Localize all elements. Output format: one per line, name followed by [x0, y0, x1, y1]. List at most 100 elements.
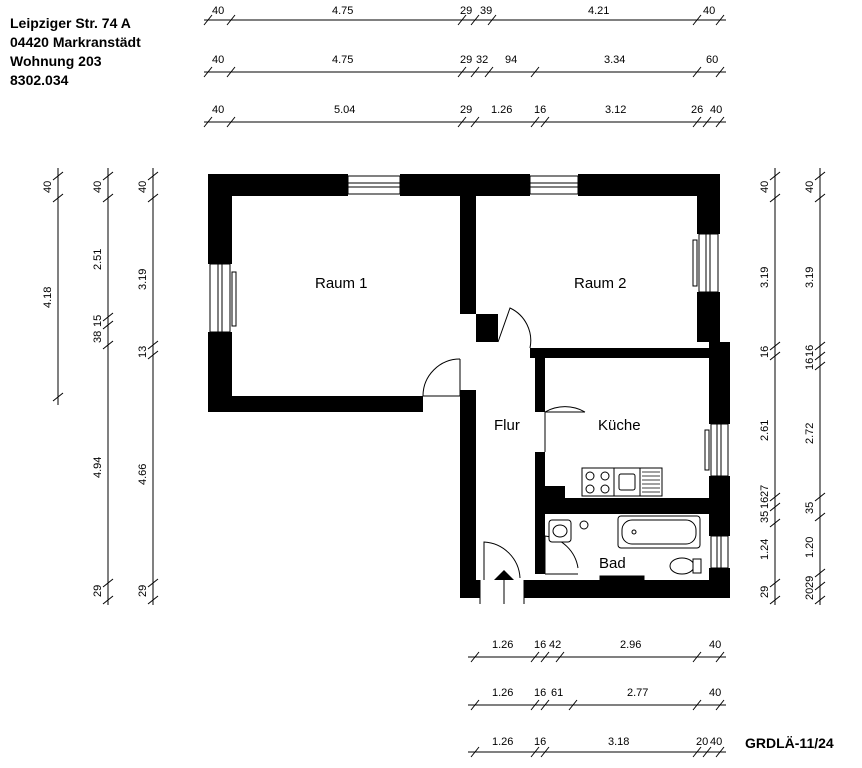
- address-street: Leipziger Str. 74 A: [10, 15, 131, 31]
- dim-label: 3.12: [605, 104, 626, 116]
- radiator: [599, 575, 645, 581]
- top-dimension-lines: [204, 19, 726, 123]
- dim-label: 61: [551, 687, 563, 699]
- dim-label: 39: [480, 5, 492, 17]
- dim-label: 38: [92, 331, 104, 343]
- dim-label: 1.26: [492, 736, 513, 748]
- dim-label: 1.26: [491, 104, 512, 116]
- dim-label: 5.04: [334, 104, 355, 116]
- dim-label: 94: [505, 54, 517, 66]
- dim-label: 35: [759, 511, 771, 523]
- right-dimension-ticks: [769, 171, 826, 605]
- address-city: 04420 Markranstädt: [10, 34, 141, 50]
- room-label-kueche: Küche: [598, 417, 641, 434]
- dim-label: 16: [804, 358, 816, 370]
- bottom-dimension-labels: 1.26 16 42 2.96 40 1.26 16 61 2.77 40 1.…: [492, 639, 722, 748]
- window: [347, 175, 401, 195]
- door-swing: [497, 307, 532, 349]
- dim-label: 29: [804, 576, 816, 588]
- plan-code: GRDLÄ-11/24: [745, 735, 834, 751]
- dim-label: 2.61: [759, 420, 771, 441]
- door-swing: [422, 358, 461, 397]
- window: [698, 233, 719, 293]
- bottom-dimension-ticks: [470, 651, 725, 758]
- dim-label: 3.18: [608, 736, 629, 748]
- dim-label: 29: [759, 586, 771, 598]
- dim-label: 40: [709, 639, 721, 651]
- dim-label: 16: [759, 497, 771, 509]
- drain: [579, 520, 589, 530]
- room-label-raum2: Raum 2: [574, 275, 627, 292]
- dim-label: 16: [534, 639, 546, 651]
- dim-label: 40: [759, 181, 771, 193]
- dim-label: 35: [804, 502, 816, 514]
- dim-label: 4.21: [588, 5, 609, 17]
- dim-label: 40: [212, 54, 224, 66]
- dim-label: 16: [759, 346, 771, 358]
- dim-label: 1.26: [492, 639, 513, 651]
- dim-label: 29: [460, 104, 472, 116]
- dim-label: 2.72: [804, 423, 816, 444]
- dim-label: 40: [709, 687, 721, 699]
- bath-fixtures: [548, 515, 702, 581]
- dim-label: 1.20: [804, 537, 816, 558]
- dim-label: 4.66: [137, 464, 149, 485]
- counter: [639, 467, 663, 497]
- dim-label: 16: [534, 687, 546, 699]
- windows: [209, 175, 729, 569]
- window: [209, 263, 231, 333]
- dim-label: 40: [92, 181, 104, 193]
- entrance-arrow: [494, 570, 514, 604]
- dim-label: 29: [137, 585, 149, 597]
- top-dimension-ticks: [203, 14, 725, 128]
- dim-label: 16: [534, 104, 546, 116]
- dim-label: 3.34: [604, 54, 625, 66]
- door-swing: [544, 406, 586, 452]
- dim-label: 40: [212, 104, 224, 116]
- left-dimension-labels: 40 4.18 40 2.51 15 38 4.94 29 40 3.19 13…: [42, 181, 149, 597]
- dim-label: 16: [804, 345, 816, 357]
- dim-label: 29: [92, 585, 104, 597]
- toilet: [669, 557, 695, 575]
- top-dimension-labels: 40 4.75 29 39 4.21 40 40 4.75 29 32 94 3…: [212, 5, 722, 116]
- dim-label: 40: [804, 181, 816, 193]
- left-dimension-lines: [57, 168, 154, 605]
- address-unit: Wohnung 203: [10, 53, 102, 69]
- door-swing: [483, 541, 521, 580]
- dim-label: 60: [706, 54, 718, 66]
- walls: [208, 174, 730, 598]
- dim-label: 40: [212, 5, 224, 17]
- address-block: Leipziger Str. 74 A 04420 Markranstädt W…: [10, 14, 141, 90]
- dim-label: 15: [92, 315, 104, 327]
- left-dimension-ticks: [52, 171, 159, 605]
- right-dimension-labels: 40 3.19 16 2.61 16 35 27 1.24 29 40 3.19…: [759, 181, 816, 600]
- dim-label: 2.77: [627, 687, 648, 699]
- room-label-flur: Flur: [494, 417, 520, 434]
- dim-label: 2.51: [92, 249, 104, 270]
- dim-label: 20: [804, 588, 816, 600]
- kitchen-fixtures: [581, 467, 663, 497]
- dim-label: 29: [460, 5, 472, 17]
- dim-label: 27: [759, 485, 771, 497]
- dim-label: 40: [710, 104, 722, 116]
- bottom-dimension-lines: [468, 656, 726, 753]
- dim-label: 40: [703, 5, 715, 17]
- dim-label: 2.96: [620, 639, 641, 651]
- window: [710, 535, 729, 569]
- window: [529, 175, 579, 195]
- dim-label: 3.19: [804, 267, 816, 288]
- room-label-bad: Bad: [599, 555, 626, 572]
- address-ref: 8302.034: [10, 72, 69, 88]
- dim-label: 3.19: [759, 267, 771, 288]
- room-label-raum1: Raum 1: [315, 275, 368, 292]
- dim-label: 1.26: [492, 687, 513, 699]
- room-labels: Raum 1 Raum 2 Flur Küche Bad: [315, 275, 641, 572]
- window: [710, 423, 729, 477]
- dim-label: 1.24: [759, 539, 771, 560]
- dim-label: 20: [696, 736, 708, 748]
- dim-label: 26: [691, 104, 703, 116]
- door-swing: [544, 535, 579, 574]
- dim-label: 13: [137, 346, 149, 358]
- dim-label: 16: [534, 736, 546, 748]
